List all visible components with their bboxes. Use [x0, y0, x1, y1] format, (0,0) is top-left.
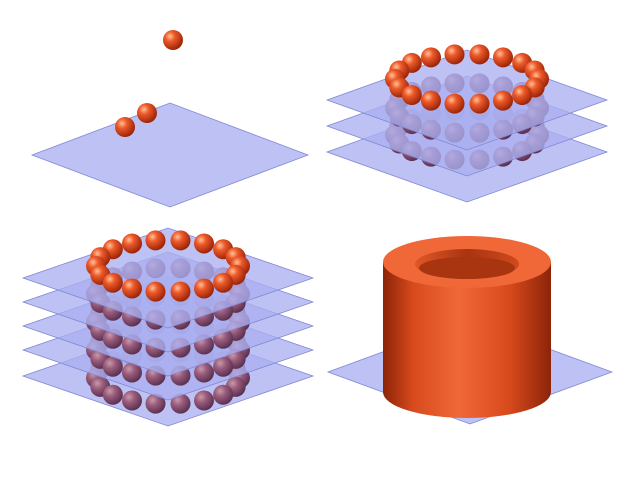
- sphere: [137, 103, 157, 123]
- sphere: [493, 90, 513, 111]
- sphere: [122, 233, 142, 254]
- sphere: [444, 93, 465, 114]
- sphere: [512, 85, 533, 106]
- sphere: [421, 47, 441, 68]
- sphere: [444, 44, 465, 65]
- cylinder-body: [383, 262, 551, 418]
- sphere: [102, 356, 123, 377]
- panel-loose-spheres: [30, 30, 310, 208]
- sphere: [145, 230, 166, 251]
- sphere: [194, 390, 214, 411]
- sphere: [163, 30, 183, 50]
- sphere: [170, 281, 191, 302]
- sphere: [213, 384, 234, 405]
- sphere: [145, 281, 166, 302]
- panel-three-layer-ring: [325, 44, 609, 203]
- sphere: [102, 384, 123, 405]
- sphere: [469, 93, 490, 114]
- sphere: [401, 85, 422, 106]
- sphere: [170, 393, 191, 414]
- sphere: [493, 47, 513, 68]
- cylinder-hollow-depth: [419, 257, 515, 279]
- sphere: [421, 90, 441, 111]
- sphere: [122, 278, 142, 299]
- sphere: [469, 44, 490, 65]
- sphere: [194, 278, 214, 299]
- sphere: [115, 117, 135, 137]
- sphere: [170, 230, 191, 251]
- sphere: [122, 390, 142, 411]
- sphere: [145, 393, 166, 414]
- sphere: [122, 362, 142, 383]
- panel-solid-tube: [326, 236, 614, 425]
- sphere: [213, 272, 234, 293]
- plane-layer: [30, 102, 310, 208]
- sphere: [102, 272, 123, 293]
- sphere: [194, 233, 214, 254]
- sphere: [213, 356, 234, 377]
- panel-five-layer-ring: [21, 227, 315, 427]
- sphere: [194, 362, 214, 383]
